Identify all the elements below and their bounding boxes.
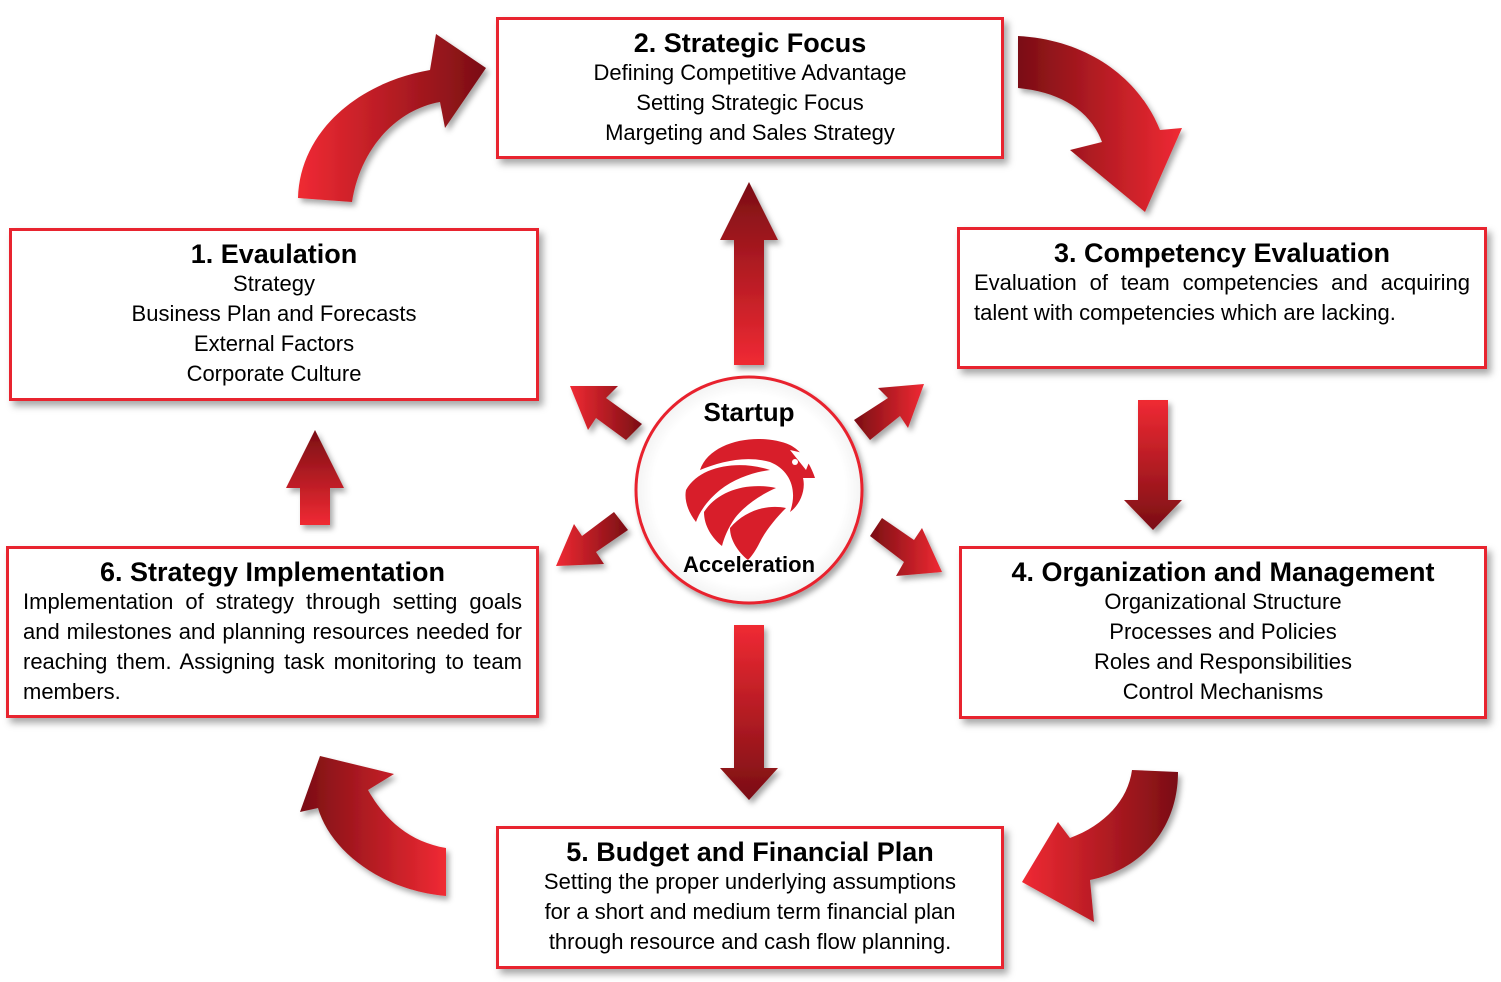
box-title: 2. Strategic Focus: [633, 28, 867, 58]
box-title: 3. Competency Evaluation: [1053, 238, 1391, 268]
arrow-center-down: [720, 625, 778, 800]
box-title: 6. Strategy Implementation: [99, 557, 446, 587]
center-bottom-label: Acceleration: [682, 552, 816, 577]
box-competency-evaluation: 3. Competency Evaluation Evaluation of t…: [957, 227, 1487, 369]
arrow-center-upper-left: [570, 386, 642, 440]
box-evaluation: 1. Evaulation Strategy Business Plan and…: [9, 228, 539, 401]
box-line: External Factors: [193, 331, 355, 356]
curved-arrow-5-to-6: [300, 756, 446, 896]
arrow-center-lower-right: [870, 518, 942, 576]
box-title: 4. Organization and Management: [1011, 557, 1435, 587]
box-organization-management: 4. Organization and Management Organizat…: [959, 546, 1487, 719]
box-paragraph: Implementation of strategy through setti…: [23, 589, 522, 704]
arrow-center-up: [720, 182, 778, 365]
box-line: Control Mechanisms: [1122, 679, 1324, 704]
box-line: Strategy: [233, 271, 315, 296]
arrow-center-lower-left: [556, 512, 628, 566]
box-line: Defining Competitive Advantage: [593, 60, 907, 85]
eagle-head-icon: [685, 438, 815, 560]
box-line: Processes and Policies: [1109, 619, 1337, 644]
curved-arrow-1-to-2: [298, 34, 486, 202]
box-strategic-focus: 2. Strategic Focus Defining Competitive …: [496, 17, 1004, 159]
arrow-6-to-1: [286, 430, 344, 525]
curved-arrow-4-to-5: [1022, 770, 1178, 922]
box-strategy-implementation: 6. Strategy Implementation Implementatio…: [6, 546, 539, 718]
box-line: Roles and Responsibilities: [1093, 649, 1353, 674]
box-title: 1. Evaulation: [190, 239, 358, 269]
box-line: through resource and cash flow planning.: [548, 929, 952, 954]
arrow-center-upper-right: [854, 384, 924, 440]
box-line: for a short and medium term financial pl…: [544, 899, 956, 924]
box-line: Margeting and Sales Strategy: [605, 120, 895, 145]
arrow-3-to-4: [1124, 400, 1182, 530]
box-line: Setting Strategic Focus: [636, 90, 864, 115]
box-line: Corporate Culture: [186, 361, 362, 386]
box-line: Organizational Structure: [1104, 589, 1342, 614]
box-title: 5. Budget and Financial Plan: [566, 837, 934, 867]
box-line: Business Plan and Forecasts: [131, 301, 417, 326]
curved-arrow-2-to-3: [1018, 36, 1182, 212]
box-paragraph: Evaluation of team competencies and acqu…: [974, 270, 1470, 325]
box-line: Setting the proper underlying assumption…: [543, 869, 957, 894]
box-budget-financial-plan: 5. Budget and Financial Plan Setting the…: [496, 826, 1004, 969]
center-top-label: Startup: [703, 397, 795, 427]
